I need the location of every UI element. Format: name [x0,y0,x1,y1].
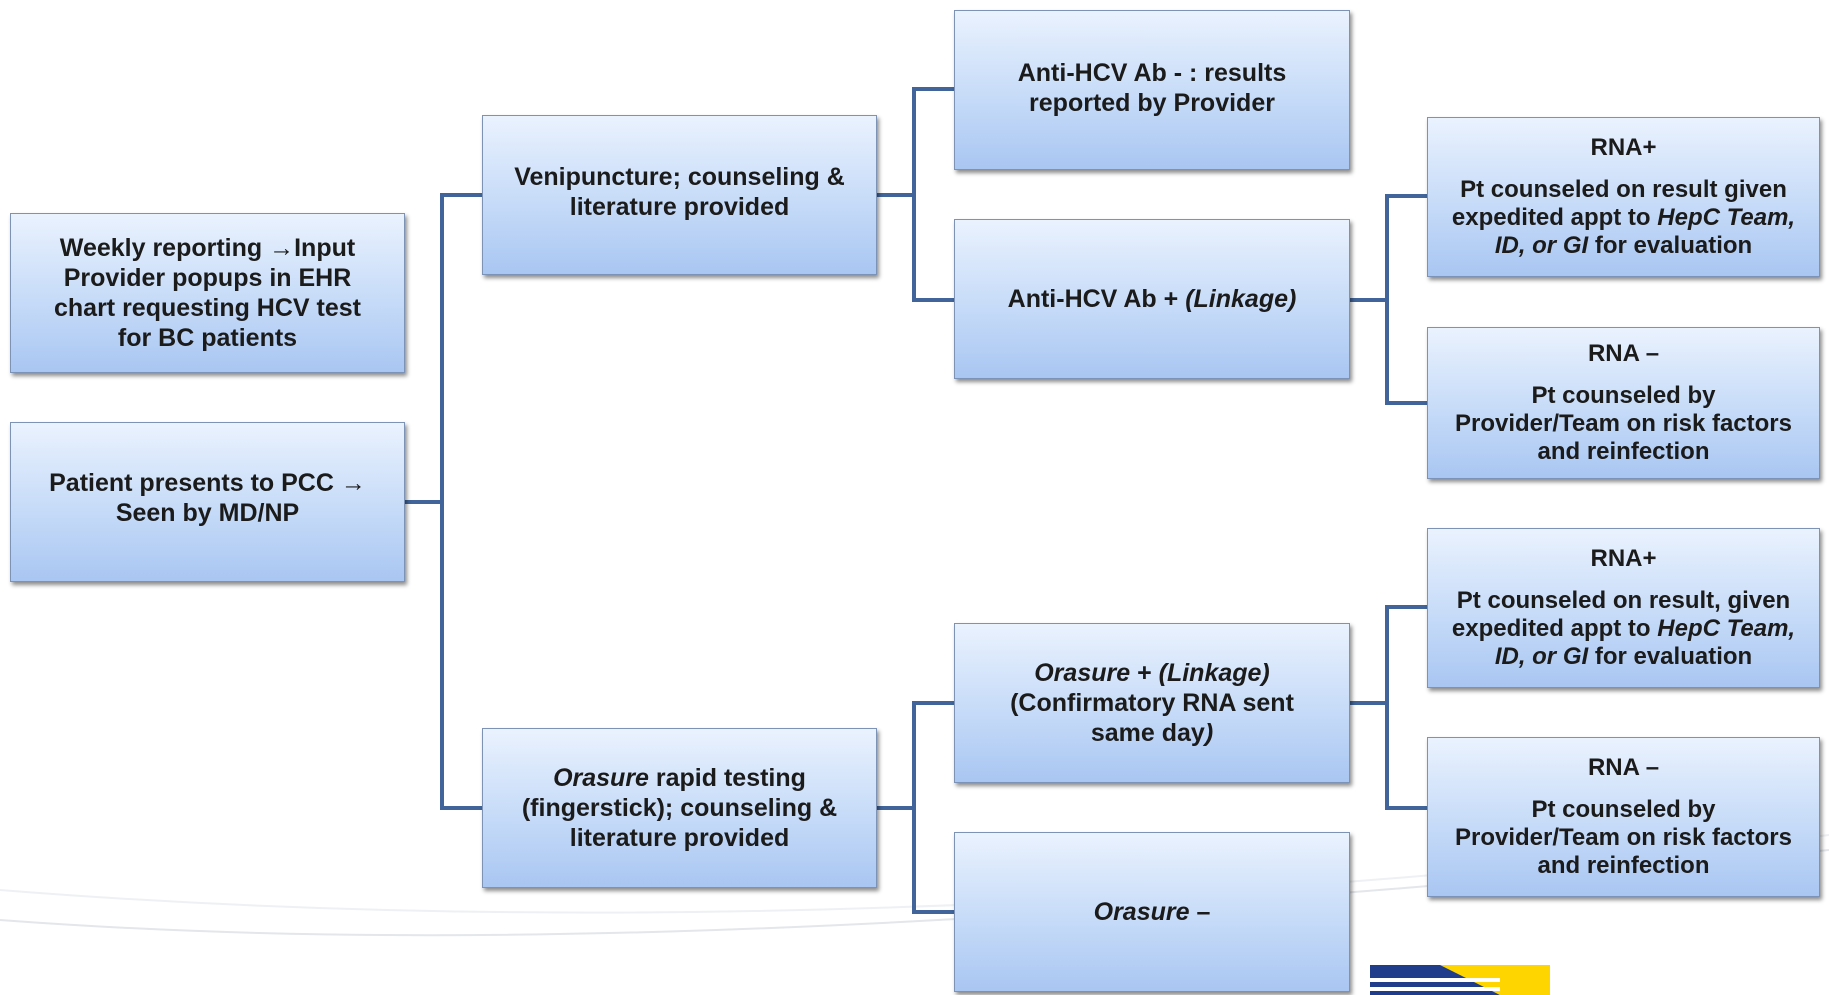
rna-pos-2-title: RNA+ [1590,545,1657,572]
orasure-pos-italic-1: Orasure [1034,659,1131,687]
anti-hcv-negative-box: Anti-HCV Ab - : results reported by Prov… [954,10,1350,170]
orasure-test-line-1: Orasure rapid testing [553,763,806,793]
patient-presents-box: Patient presents to PCC → Seen by MD/NP [10,422,405,582]
rna-pos-2-line-2-italic: HepC Team, [1657,615,1796,642]
orasure-rapid-testing-box: Orasure rapid testing (fingerstick); cou… [482,728,877,888]
rna-pos-2-line-3-rest: for evaluation [1588,643,1753,670]
weekly-line-3: chart requesting HCV test [53,294,361,322]
venipuncture-line-2: literature provided [569,193,790,221]
orasure-test-italic: Orasure [553,764,649,792]
rna-pos-1-line-2-pre: expedited appt to [1451,204,1658,231]
orasure-pos-line-2: (Confirmatory RNA sent [1010,689,1294,717]
rna-positive-box-2: RNA+ Pt counseled on result, given exped… [1427,528,1820,688]
orasure-pos-line-3-end: ) [1204,719,1214,747]
connector-lines [403,87,1429,914]
weekly-line-2: Provider popups in EHR [63,264,352,292]
rna-pos-1-line-3: ID, or GI for evaluation [1495,232,1752,260]
rna-pos-2-line-2: expedited appt to HepC Team, [1452,615,1795,643]
rna-pos-1-line-1: Pt counseled on result given [1460,176,1787,203]
patient-line-1: Patient presents to PCC → [49,469,366,497]
rna-pos-1-line-3-italic: ID, or GI [1494,232,1589,259]
rna-neg-2-title: RNA – [1587,754,1660,781]
ab-pos-italic: (Linkage) [1185,285,1297,313]
rna-pos-2-line-2-pre: expedited appt to [1451,615,1658,642]
rna-neg-1-line-1: Pt counseled by [1531,382,1716,409]
rna-negative-box-1: RNA – Pt counseled by Provider/Team on r… [1427,327,1820,479]
rna-pos-2-line-3-italic: ID, or GI [1494,643,1589,670]
orasure-test-line-2: (fingerstick); counseling & [521,794,838,822]
anti-hcv-positive-box: Anti-HCV Ab + (Linkage) [954,219,1350,379]
orasure-neg-italic: Orasure [1093,898,1190,926]
logo-mark [1370,965,1550,995]
rna-pos-2-line-3: ID, or GI for evaluation [1495,643,1752,671]
weekly-line-1: Weekly reporting →Input [59,234,356,262]
rna-neg-2-line-1: Pt counseled by [1531,796,1716,823]
orasure-pos-line-3: same day) [1091,718,1213,748]
ab-neg-line-1: Anti-HCV Ab - : results [1017,59,1287,87]
orasure-pos-line-3-text: same day [1090,719,1205,747]
orasure-pos-line-1: Orasure + (Linkage) [1034,658,1270,688]
rna-neg-1-line-2: Provider/Team on risk factors [1454,410,1792,437]
rna-neg-1-title: RNA – [1587,340,1660,367]
weekly-line-4: for BC patients [117,324,298,352]
rna-negative-box-2: RNA – Pt counseled by Provider/Team on r… [1427,737,1820,897]
orasure-pos-mid: + [1130,659,1159,687]
rna-positive-box-1: RNA+ Pt counseled on result given expedi… [1427,117,1820,277]
orasure-test-line-1-rest: rapid testing [648,764,806,792]
patient-line-2: Seen by MD/NP [115,499,300,527]
ab-pos-text: Anti-HCV Ab + [1007,285,1186,313]
ab-pos-line: Anti-HCV Ab + (Linkage) [1008,284,1297,314]
rna-pos-1-line-2-italic: HepC Team, [1657,204,1796,231]
rna-pos-1-line-3-rest: for evaluation [1588,232,1753,259]
orasure-positive-box: Orasure + (Linkage) (Confirmatory RNA se… [954,623,1350,783]
rna-pos-1-line-2: expedited appt to HepC Team, [1452,204,1795,232]
rna-neg-1-line-3: and reinfection [1537,438,1710,465]
weekly-reporting-box: Weekly reporting →Input Provider popups … [10,213,405,373]
rna-pos-1-title: RNA+ [1590,134,1657,161]
orasure-pos-italic-2: (Linkage) [1158,659,1270,687]
venipuncture-line-1: Venipuncture; counseling & [514,163,845,191]
ab-neg-line-2: reported by Provider [1029,89,1275,117]
rna-neg-2-line-2: Provider/Team on risk factors [1454,824,1792,851]
orasure-test-line-3: literature provided [569,824,790,852]
orasure-neg-rest: – [1189,898,1211,926]
rna-neg-2-line-3: and reinfection [1537,852,1710,879]
orasure-neg-line: Orasure – [1094,897,1211,927]
rna-pos-2-line-1: Pt counseled on result, given [1456,587,1791,614]
venipuncture-box: Venipuncture; counseling & literature pr… [482,115,877,275]
orasure-negative-box: Orasure – [954,832,1350,992]
